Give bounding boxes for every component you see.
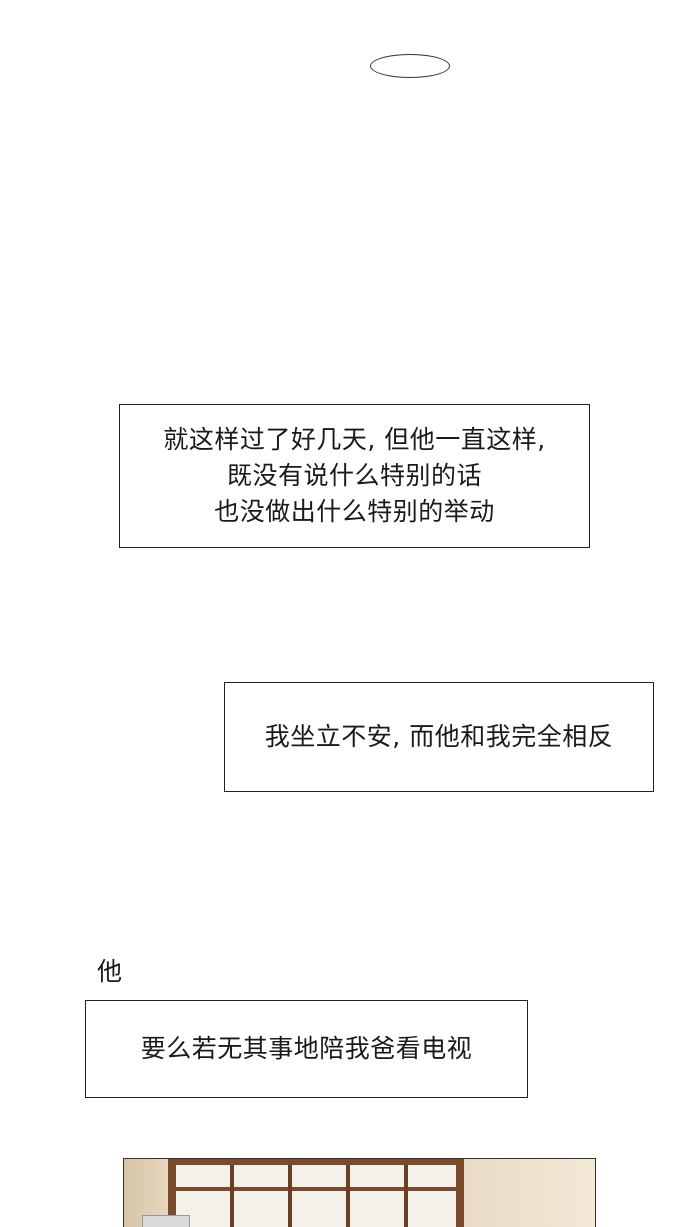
window-bar [404,1165,408,1227]
speaker-label: 他 [97,957,123,986]
narration-box-1: 就这样过了好几天, 但他一直这样, 既没有说什么特别的话 也没做出什么特别的举动 [119,404,590,548]
narration-line: 要么若无其事地陪我爸看电视 [140,1034,473,1063]
window-bar [230,1165,234,1227]
window-rail [176,1187,456,1191]
window-bar [346,1165,350,1227]
narration-line: 就这样过了好几天, 但他一直这样, [163,425,546,454]
narration-box-2: 我坐立不安, 而他和我完全相反 [224,682,654,792]
panel-object [142,1215,190,1227]
panel-window [168,1159,464,1227]
window-bar [288,1165,292,1227]
narration-line: 我坐立不安, 而他和我完全相反 [264,722,614,751]
panel-wall-right [464,1159,595,1227]
narration-line: 既没有说什么特别的话 [226,461,482,490]
narration-line: 也没做出什么特别的举动 [214,497,495,526]
narration-box-3: 要么若无其事地陪我爸看电视 [85,1000,528,1098]
speech-bubble-oval [370,54,450,78]
comic-panel-room [123,1158,596,1227]
